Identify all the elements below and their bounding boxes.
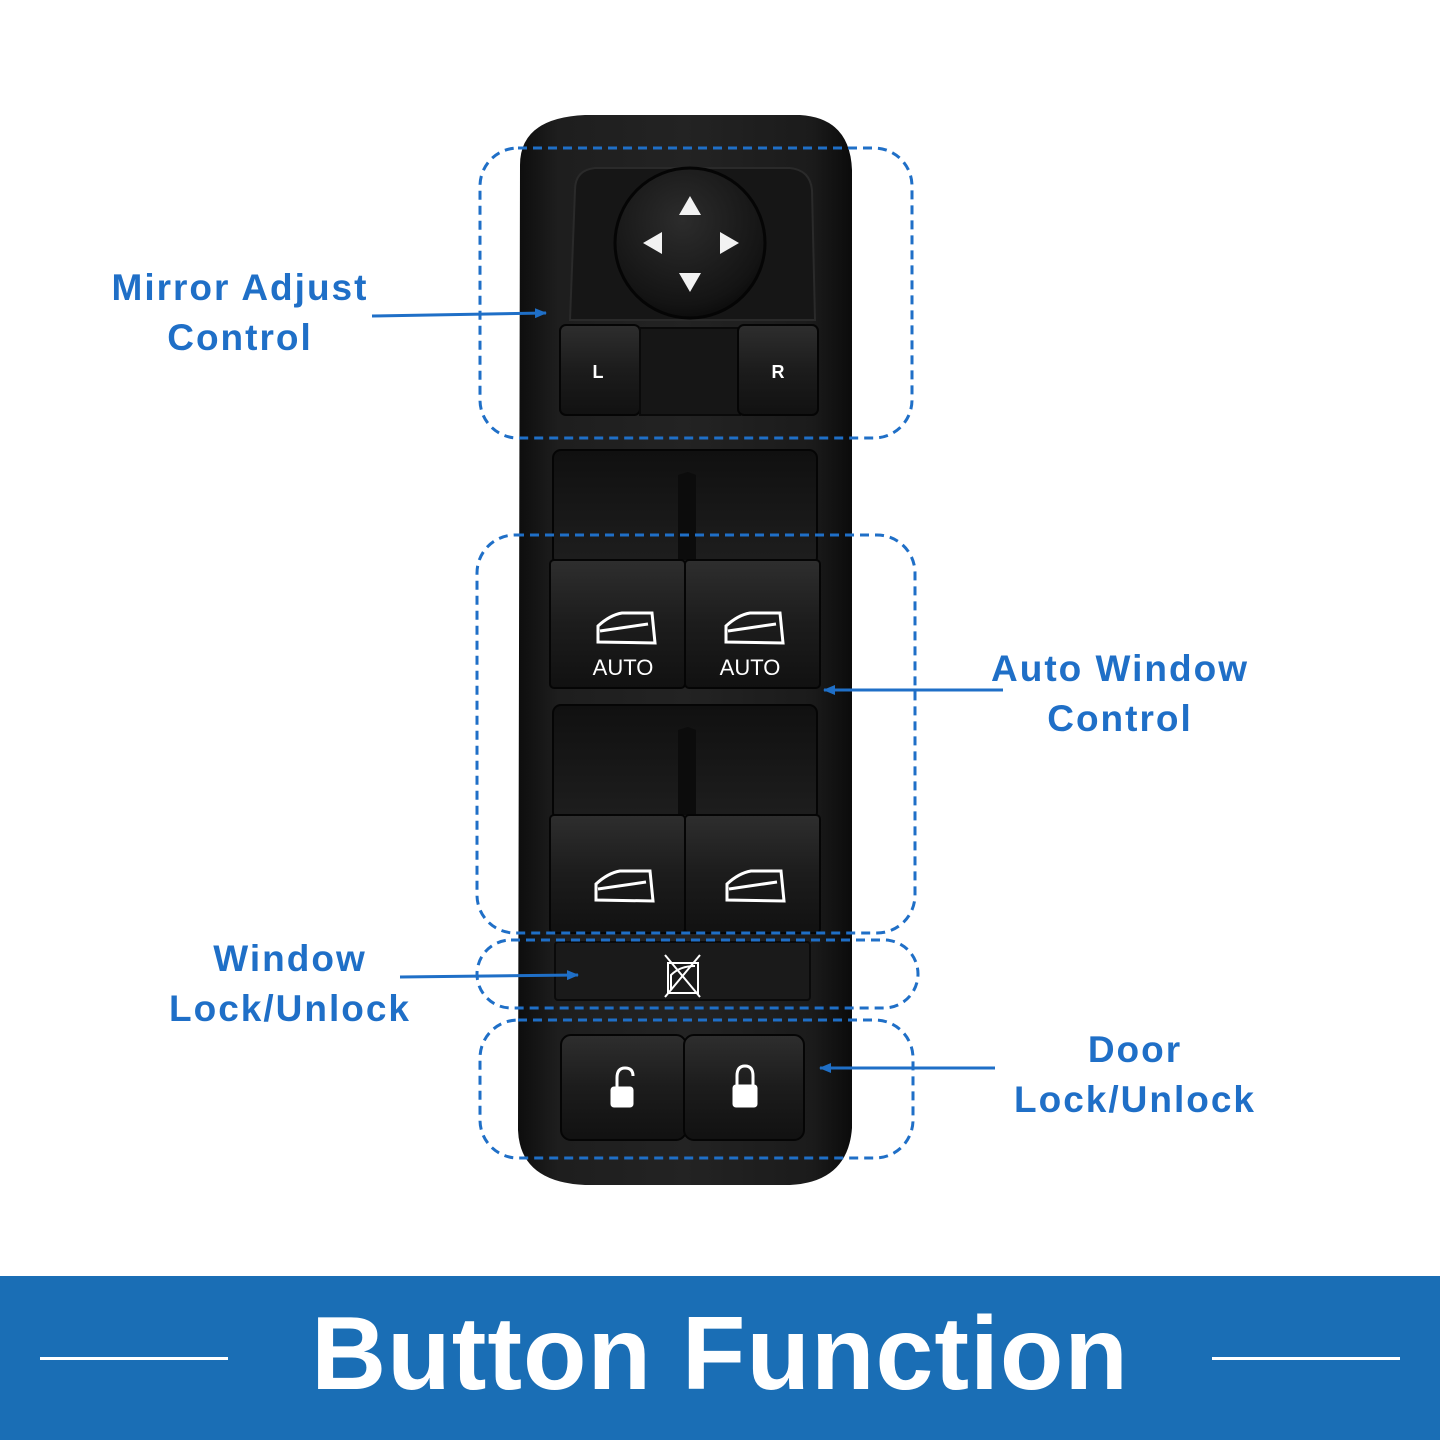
window-icon [594, 869, 655, 903]
callout-line: Mirror Adjust [111, 267, 369, 308]
callout-line: Window [213, 938, 367, 979]
window-icon [596, 611, 657, 645]
auto-window-region-outline [475, 533, 917, 935]
window-lockout-icon [664, 954, 701, 998]
callout-line: Lock/Unlock [1014, 1079, 1256, 1120]
window-lock-arrow [399, 970, 579, 981]
door-unlock-icon [610, 1066, 635, 1108]
window-lock-callout: Window Lock/Unlock [140, 934, 440, 1034]
rear-left-window-switch[interactable] [549, 814, 686, 934]
banner-title: Button Function [311, 1296, 1129, 1412]
window-lock-region-outline [475, 938, 920, 1010]
window-icon [725, 869, 786, 903]
mirror-arrow [371, 308, 547, 319]
mirror-direction-icon [643, 196, 739, 292]
auto-window-callout: Auto Window Control [970, 644, 1270, 744]
title-banner: Button Function [0, 1276, 1440, 1440]
mirror-left-label: L [593, 362, 604, 382]
callout-line: Lock/Unlock [169, 988, 411, 1029]
rear-right-window-switch[interactable] [684, 814, 821, 934]
front-right-window-switch[interactable] [684, 559, 821, 689]
window-lockout-button[interactable] [554, 941, 811, 1001]
mirror-knob[interactable] [613, 166, 767, 320]
mirror-adjust-callout: Mirror Adjust Control [90, 263, 390, 363]
auto-label-front-right: AUTO [720, 655, 781, 680]
callout-line: Auto Window [991, 648, 1249, 689]
window-icon [724, 611, 785, 645]
mirror-right-label: R [772, 362, 785, 382]
mirror-right-button[interactable] [737, 324, 819, 416]
banner-rule-right [1212, 1357, 1400, 1360]
callout-line: Control [167, 317, 313, 358]
auto-label-front-left: AUTO [593, 655, 654, 680]
door-lock-callout: Door Lock/Unlock [985, 1025, 1285, 1125]
callout-line: Control [1047, 698, 1193, 739]
banner-rule-left [40, 1357, 228, 1360]
callout-line: Door [1087, 1029, 1183, 1070]
door-lock-icon [732, 1064, 758, 1108]
